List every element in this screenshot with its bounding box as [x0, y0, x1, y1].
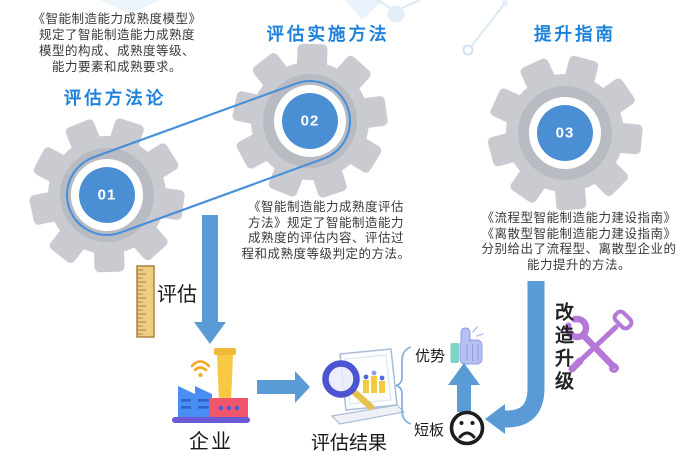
text-line: 能力要素和成熟要求。 — [51, 60, 182, 74]
text-line: 规定了智能制造能力成熟度 — [38, 28, 195, 42]
text-line: 《智能制造能力成熟度评估 — [247, 200, 404, 214]
background-decorations — [100, 0, 508, 56]
thumbs-up-icon — [450, 326, 484, 365]
result-label: 评估结果 — [311, 433, 388, 454]
text-line: 能力提升的方法。 — [526, 257, 631, 272]
laptop-magnifier-icon — [322, 348, 406, 425]
assess-label: 评估 — [157, 284, 197, 306]
text-line: 成熟度的评估内容、评估过 — [247, 231, 404, 245]
text-line: 《离散型智能制造能力建设指南》 — [481, 226, 677, 241]
methodology-title: 评估方法论 — [63, 88, 167, 108]
factory-icon — [172, 348, 250, 423]
ruler-icon — [136, 265, 155, 338]
improvement-title: 提升指南 — [534, 24, 616, 44]
up-arrow — [448, 363, 480, 412]
implementation-description: 《智能制造能力成熟度评估 方法》规定了智能制造能力 成熟度的评估内容、评估过 程… — [220, 200, 432, 262]
upgrade-label: 改造升级 — [552, 302, 573, 394]
upgrade-curve-arrow — [485, 281, 545, 434]
text-line: 方法》规定了智能制造能力 — [247, 215, 404, 230]
gear-03-number: 03 — [555, 124, 575, 142]
sad-face-icon — [449, 410, 485, 446]
text-line: 《流程型智能制造能力建设指南》 — [481, 211, 677, 225]
text-line: 分别给出了流程型、离散型企业的 — [481, 242, 677, 256]
implementation-title: 评估实施方法 — [266, 24, 390, 44]
methodology-description: 《智能制造能力成熟度模型》 规定了智能制造能力成熟度 模型的构成、成熟度等级、 … — [24, 11, 210, 75]
gear-02-number: 02 — [300, 112, 320, 130]
belt-loop — [65, 79, 352, 237]
weakness-label: 短板 — [414, 422, 445, 439]
text-line: 《智能制造能力成熟度模型》 — [32, 12, 202, 26]
wrench-screwdriver-icon — [564, 309, 634, 373]
gear-01-number: 01 — [97, 186, 117, 204]
text-line: 模型的构成、成熟度等级、 — [38, 44, 195, 58]
down-arrow — [194, 215, 226, 344]
enterprise-label: 企业 — [189, 431, 233, 453]
improvement-description: 《流程型智能制造能力建设指南》 《离散型智能制造能力建设指南》 分别给出了流程型… — [462, 211, 696, 273]
brace — [395, 346, 412, 425]
right-arrow — [257, 371, 310, 403]
strength-label: 优势 — [415, 348, 446, 365]
text-line: 程和成熟度等级判定的方法。 — [241, 246, 411, 261]
